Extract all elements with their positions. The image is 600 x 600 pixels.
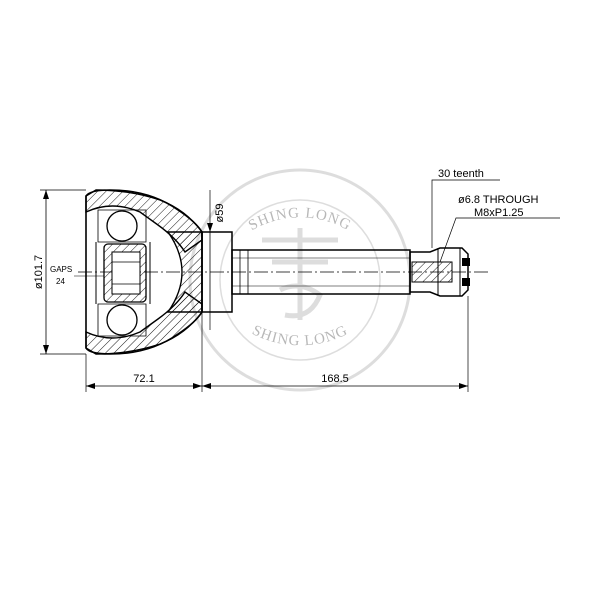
inner-race-bore [111,251,141,295]
spline-tooth-lower [462,278,470,286]
watermark-inner-ring [219,199,381,361]
through-hole-callout: ø6.8 THROUGH [458,194,539,206]
watermark-text-bottom: SHING LONG [250,323,351,350]
watermark-logo [262,228,338,320]
outer-bell [85,189,203,355]
ball-lower [106,304,138,336]
dim-outer-diameter: ø101.7 [33,189,86,355]
spline-outline [409,247,469,297]
gaps-value: 24 [56,277,65,286]
stem-diameter-label: ø59 [214,204,226,223]
outer-diameter-label: ø101.7 [33,255,45,289]
bell-core [166,231,203,313]
shaft [231,249,411,295]
bell-length-label: 72.1 [133,373,154,385]
dim-lengths: 72.1 168.5 [85,296,469,392]
thread-hole [411,261,453,283]
ball-upper [106,210,138,242]
cage-window-lower [97,303,147,337]
shaft-length-label: 168.5 [321,373,349,385]
spline-tooth-upper [462,258,470,266]
teeth-callout: 30 teenth [438,168,484,180]
cage-window-upper [97,209,147,243]
watermark: SHING LONG SHING LONG [188,168,412,392]
gaps-callout: GAPS 24 [50,265,104,286]
gaps-label: GAPS [50,265,72,274]
spline-end [409,247,470,297]
spline-callouts: 30 teenth ø6.8 THROUGH M8xP1.25 [431,168,560,263]
dim-stem-diameter: ø59 [207,190,226,330]
thread-callout: M8xP1.25 [474,207,524,219]
